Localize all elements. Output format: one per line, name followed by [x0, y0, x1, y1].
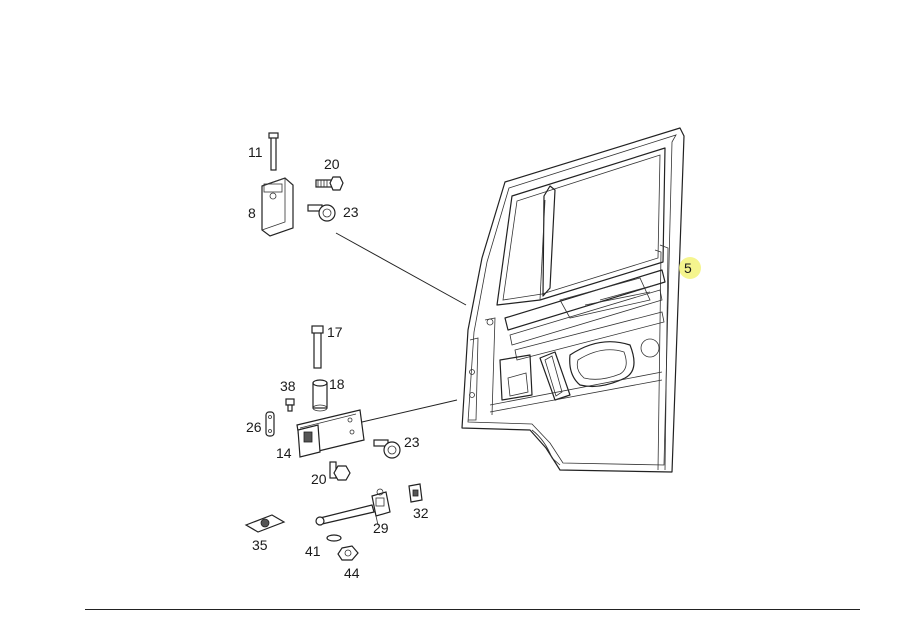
footer-divider — [85, 609, 860, 610]
callout-5-highlight — [679, 257, 701, 279]
callout-32[interactable]: 32 — [413, 505, 429, 521]
callout-23-upper[interactable]: 23 — [343, 204, 359, 220]
callout-labels: 5 11 8 20 23 17 38 18 26 14 23 20 32 29 … — [246, 144, 692, 581]
callout-44[interactable]: 44 — [344, 565, 360, 581]
pin-17 — [311, 325, 324, 369]
bolt-23-lower — [373, 439, 401, 459]
callout-29[interactable]: 29 — [373, 520, 389, 536]
washer-41 — [326, 534, 342, 542]
bolt-11 — [268, 132, 279, 171]
plate-26 — [265, 411, 275, 437]
door-panel — [461, 127, 685, 473]
screw-38 — [285, 398, 295, 412]
bolt-23-upper — [307, 204, 336, 222]
callout-35[interactable]: 35 — [252, 537, 268, 553]
leader-lines — [335, 232, 467, 423]
callout-38[interactable]: 38 — [280, 378, 296, 394]
bolt-20-upper — [315, 176, 344, 191]
callout-14[interactable]: 14 — [276, 445, 292, 461]
callout-8[interactable]: 8 — [248, 205, 256, 221]
hinge-14 — [296, 409, 365, 458]
callout-23-lower[interactable]: 23 — [404, 434, 420, 450]
callout-5[interactable]: 5 — [684, 260, 692, 276]
callout-20-upper[interactable]: 20 — [324, 156, 340, 172]
door-check-29 — [315, 488, 391, 526]
callout-20-lower[interactable]: 20 — [311, 471, 327, 487]
clip-32 — [408, 483, 423, 503]
nut-44 — [337, 545, 359, 561]
callout-41[interactable]: 41 — [305, 543, 321, 559]
bracket-35 — [244, 514, 286, 533]
bolt-20-lower — [329, 461, 351, 481]
callout-11[interactable]: 11 — [248, 144, 263, 160]
bushing-18 — [312, 379, 328, 412]
callout-26[interactable]: 26 — [246, 419, 262, 435]
callout-18[interactable]: 18 — [329, 376, 345, 392]
hinge-bracket-8 — [261, 177, 294, 237]
callout-17[interactable]: 17 — [327, 324, 343, 340]
